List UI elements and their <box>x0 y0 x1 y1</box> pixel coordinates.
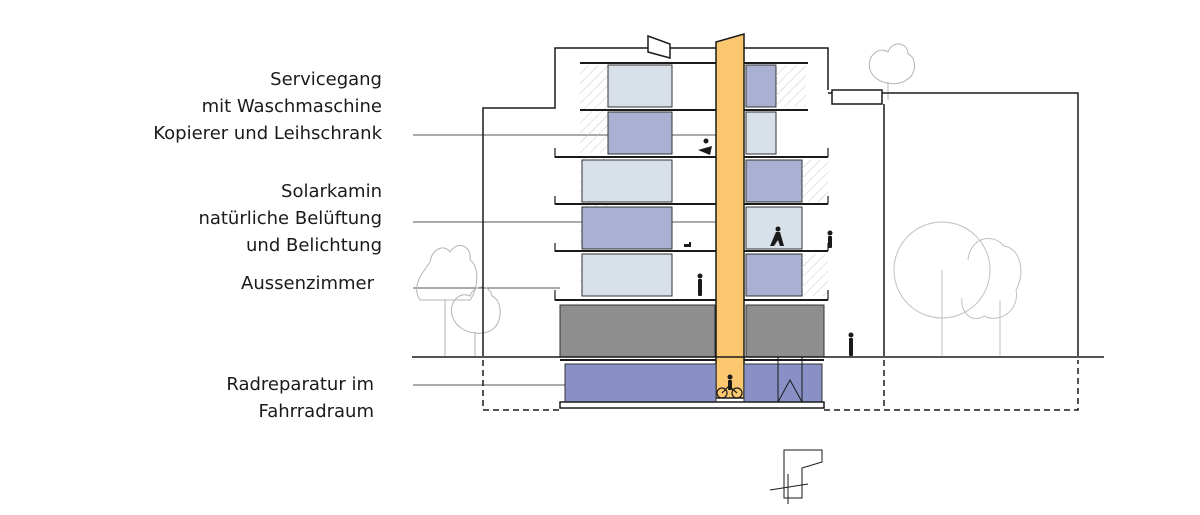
person-silhouette-icon <box>727 374 733 390</box>
site-plan-icon <box>783 449 823 499</box>
dog-icon <box>684 242 691 247</box>
annotation-servicegang-line-3: Kopierer und Leihschrank <box>153 123 382 144</box>
tree-outline-icon <box>416 245 501 356</box>
person-silhouette-icon <box>848 332 854 356</box>
annotation-servicegang-line-1: Servicegang <box>270 69 382 90</box>
annotation-solarkamin-line-1: Solarkamin <box>281 181 382 202</box>
annotation-aussenzimmer-line-1: Aussenzimmer <box>241 273 374 294</box>
floor-slabs <box>555 62 828 361</box>
annotation-servicegang: Servicegang mit Waschmaschine Kopierer u… <box>153 66 382 147</box>
person-silhouette-icon <box>827 230 833 248</box>
annotation-solarkamin-line-2: natürliche Belüftung <box>198 208 382 229</box>
annotation-aussenzimmer: Aussenzimmer <box>241 270 374 297</box>
north-arrow-icon <box>769 474 809 504</box>
annotation-solarkamin: Solarkamin natürliche Belüftung und Beli… <box>198 178 382 259</box>
annotation-radreparatur-line-2: Fahrradraum <box>258 401 374 422</box>
tree-outline-icon <box>868 43 915 100</box>
person-silhouette-icon <box>770 226 784 246</box>
annotation-radreparatur-line-1: Radreparatur im <box>226 374 374 395</box>
solar-chimney <box>715 33 745 399</box>
annotation-solarkamin-line-3: und Belichtung <box>246 235 382 256</box>
annotation-servicegang-line-2: mit Waschmaschine <box>201 96 382 117</box>
roof-vent <box>647 34 671 59</box>
building-outline <box>482 47 1079 356</box>
person-silhouette-icon <box>698 138 712 155</box>
basement <box>482 357 1079 411</box>
annotation-radreparatur: Radreparatur im Fahrradraum <box>226 371 374 425</box>
tree-outline-icon <box>893 221 1022 356</box>
facade-left <box>559 64 716 358</box>
person-silhouette-icon <box>697 273 703 296</box>
facade-right <box>745 64 828 358</box>
